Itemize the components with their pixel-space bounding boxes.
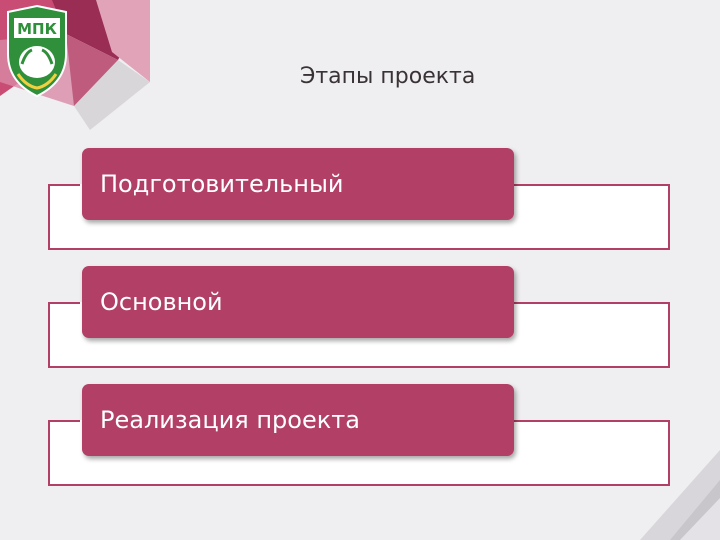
logo-emblem: МПК bbox=[7, 4, 67, 98]
stage-2: Основной bbox=[0, 266, 720, 370]
stage-1-label: Подготовительный bbox=[82, 148, 514, 220]
stage-2-label: Основной bbox=[82, 266, 514, 338]
slide-title: Этапы проекта bbox=[300, 64, 476, 89]
bottom-right-decoration bbox=[640, 450, 720, 540]
stage-3: Реализация проекта bbox=[0, 384, 720, 488]
stage-3-label: Реализация проекта bbox=[82, 384, 514, 456]
stage-1: Подготовительный bbox=[0, 148, 720, 252]
logo-text: МПК bbox=[17, 20, 57, 38]
